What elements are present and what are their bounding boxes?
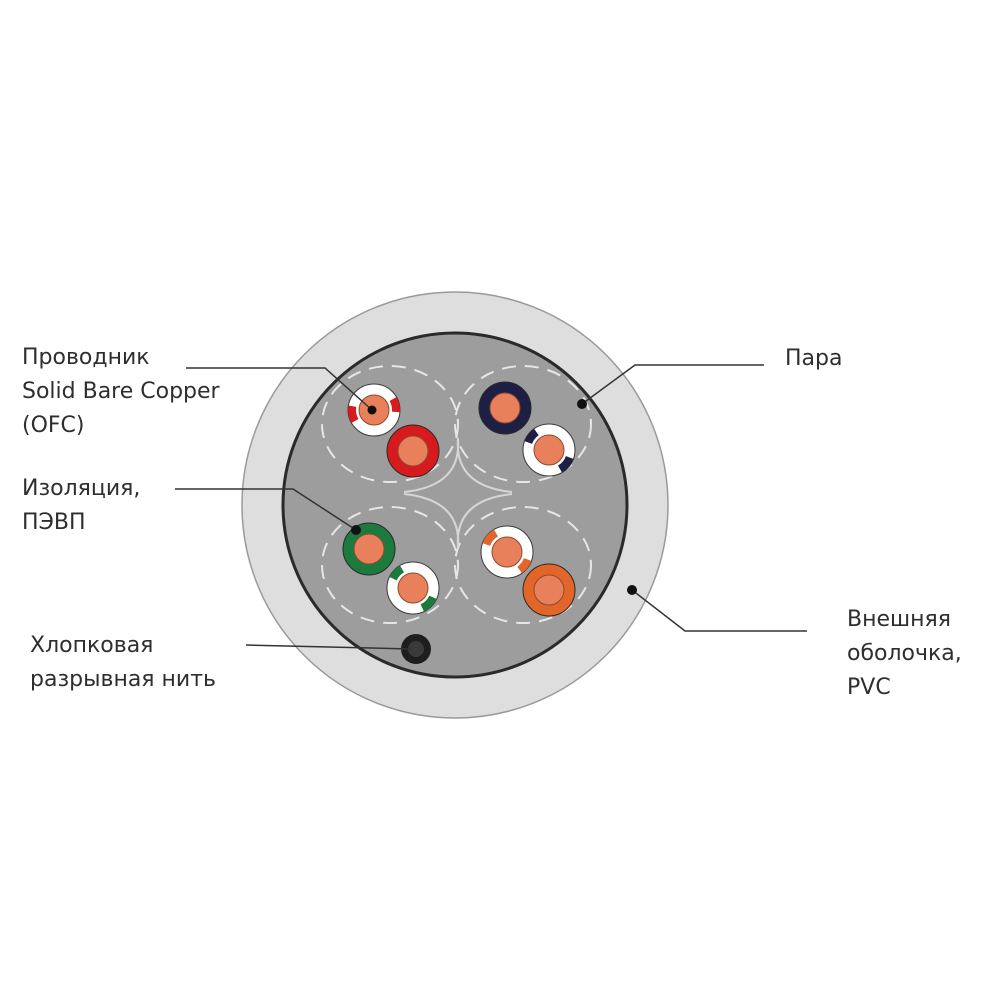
wire-green-white-striped: [386, 561, 440, 615]
pair-boundary-bottom-left: [321, 506, 459, 624]
label-pair-line-1: Пара: [785, 346, 843, 371]
label-insulation-line-2: ПЭВП: [22, 510, 86, 535]
label-pair: Пара: [785, 342, 842, 376]
leader-lines: [175, 364, 807, 650]
label-conductor: Проводник Solid Bare Copper (OFC): [22, 341, 220, 443]
label-jacket-line-2: оболочка,: [847, 641, 962, 666]
label-jacket: Внешняя оболочка, PVC: [847, 603, 962, 705]
wire-red-solid: [386, 424, 440, 478]
leader-line-jacket: [631, 589, 807, 632]
leader-dot-insulation: [351, 525, 361, 535]
wire-blue-white-striped: [522, 423, 576, 477]
pair-boundaries: [321, 365, 592, 624]
label-conductor-line-1: Проводник: [22, 345, 150, 370]
pair-blue: [478, 381, 576, 477]
pair-boundary-top-left: [321, 365, 459, 483]
wire-green-solid: [342, 522, 396, 576]
label-insulation: Изоляция, ПЭВП: [22, 472, 140, 540]
leader-dot-jacket: [627, 585, 637, 595]
label-conductor-line-2: Solid Bare Copper: [22, 379, 220, 404]
ripcord: [401, 634, 431, 664]
wire-blue-solid: [478, 381, 532, 435]
label-jacket-line-3: PVC: [847, 675, 891, 700]
label-jacket-line-1: Внешняя: [847, 607, 951, 632]
label-insulation-line-1: Изоляция,: [22, 476, 141, 501]
leader-line-pair: [581, 364, 764, 405]
cross-separator: [403, 437, 513, 549]
pair-boundary-top-right: [454, 365, 592, 483]
pair-orange: [480, 525, 576, 617]
leader-line-conductor: [186, 367, 373, 411]
label-ripcord: Хлопковая разрывная нить: [30, 629, 216, 697]
wire-orange-solid: [522, 563, 576, 617]
pair-green: [342, 522, 440, 615]
leader-line-insulation: [175, 488, 357, 531]
leader-dot-pair: [577, 399, 587, 409]
label-conductor-line-3: (OFC): [22, 413, 85, 438]
wire-orange-white-striped: [480, 525, 534, 579]
pair-boundary-bottom-right: [454, 506, 592, 624]
leader-dots: [351, 399, 637, 595]
cable-core: [281, 331, 629, 679]
label-ripcord-line-2: разрывная нить: [30, 667, 217, 692]
leader-dot-conductor: [367, 405, 377, 415]
label-ripcord-line-1: Хлопковая: [30, 633, 154, 658]
leader-line-ripcord: [245, 644, 413, 650]
